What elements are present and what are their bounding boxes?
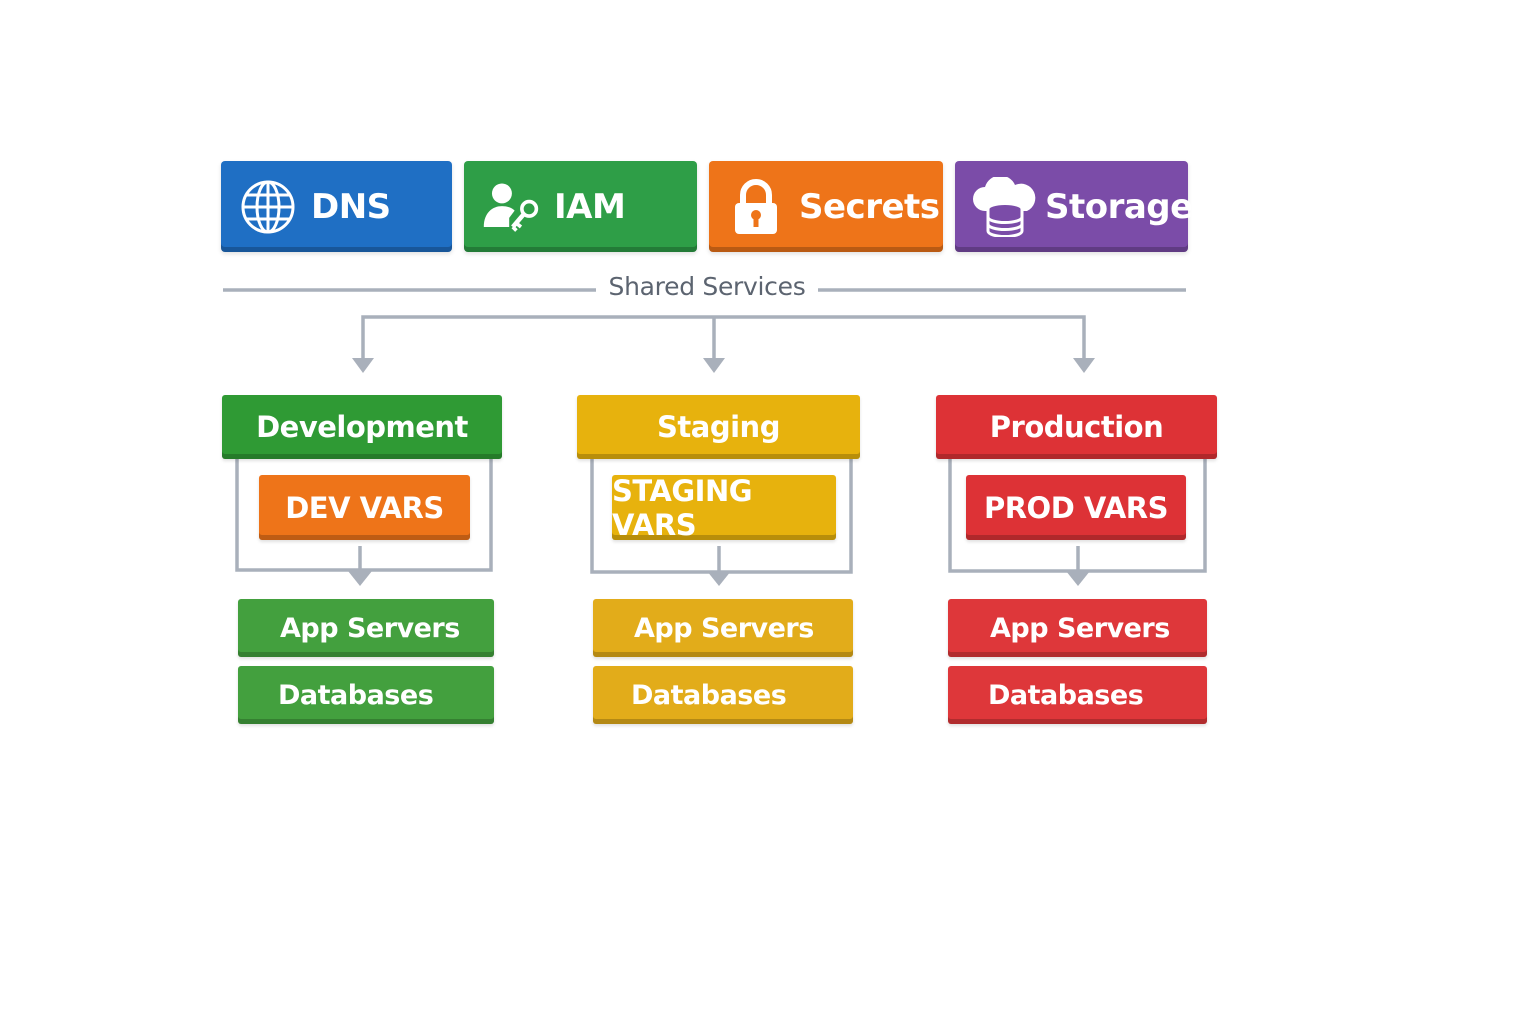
user-key-icon (482, 178, 540, 236)
dns-service-box: DNS (221, 161, 452, 252)
storage-service-box: Storage (955, 161, 1193, 252)
arrow-dev-vars (348, 571, 372, 586)
arrow-staging-vars (707, 571, 731, 586)
prod-app-servers-box: App Servers (948, 599, 1207, 657)
arrow-dev (352, 358, 374, 373)
development-header: Development (222, 395, 502, 459)
shared-services-label: Shared Services (608, 272, 806, 301)
cloud-database-icon (971, 176, 1039, 237)
secrets-label: Secrets (799, 186, 940, 227)
iam-label: IAM (554, 186, 626, 227)
dev-databases-box: Databases (238, 666, 494, 724)
arrow-staging (703, 358, 725, 373)
distribution-line (361, 315, 1086, 360)
padlock-icon (727, 178, 785, 236)
iam-service-box: IAM (464, 161, 697, 252)
globe-icon (239, 178, 297, 236)
dev-frame (235, 459, 493, 572)
dns-label: DNS (311, 186, 391, 227)
production-header: Production (936, 395, 1217, 459)
prod-vars-box: PROD VARS (966, 475, 1186, 540)
storage-label: Storage (1045, 186, 1193, 227)
staging-vars-box: STAGING VARS (612, 474, 836, 542)
dev-app-servers-box: App Servers (238, 599, 494, 657)
prod-databases-box: Databases (948, 666, 1207, 724)
secrets-service-box: Secrets (709, 161, 943, 252)
staging-app-servers-box: App Servers (593, 599, 853, 657)
staging-header: Staging (577, 395, 860, 459)
staging-databases-box: Databases (593, 666, 853, 724)
arrow-prod-vars (1066, 571, 1090, 586)
arrow-prod (1073, 358, 1095, 373)
dev-vars-box: DEV VARS (259, 475, 470, 540)
